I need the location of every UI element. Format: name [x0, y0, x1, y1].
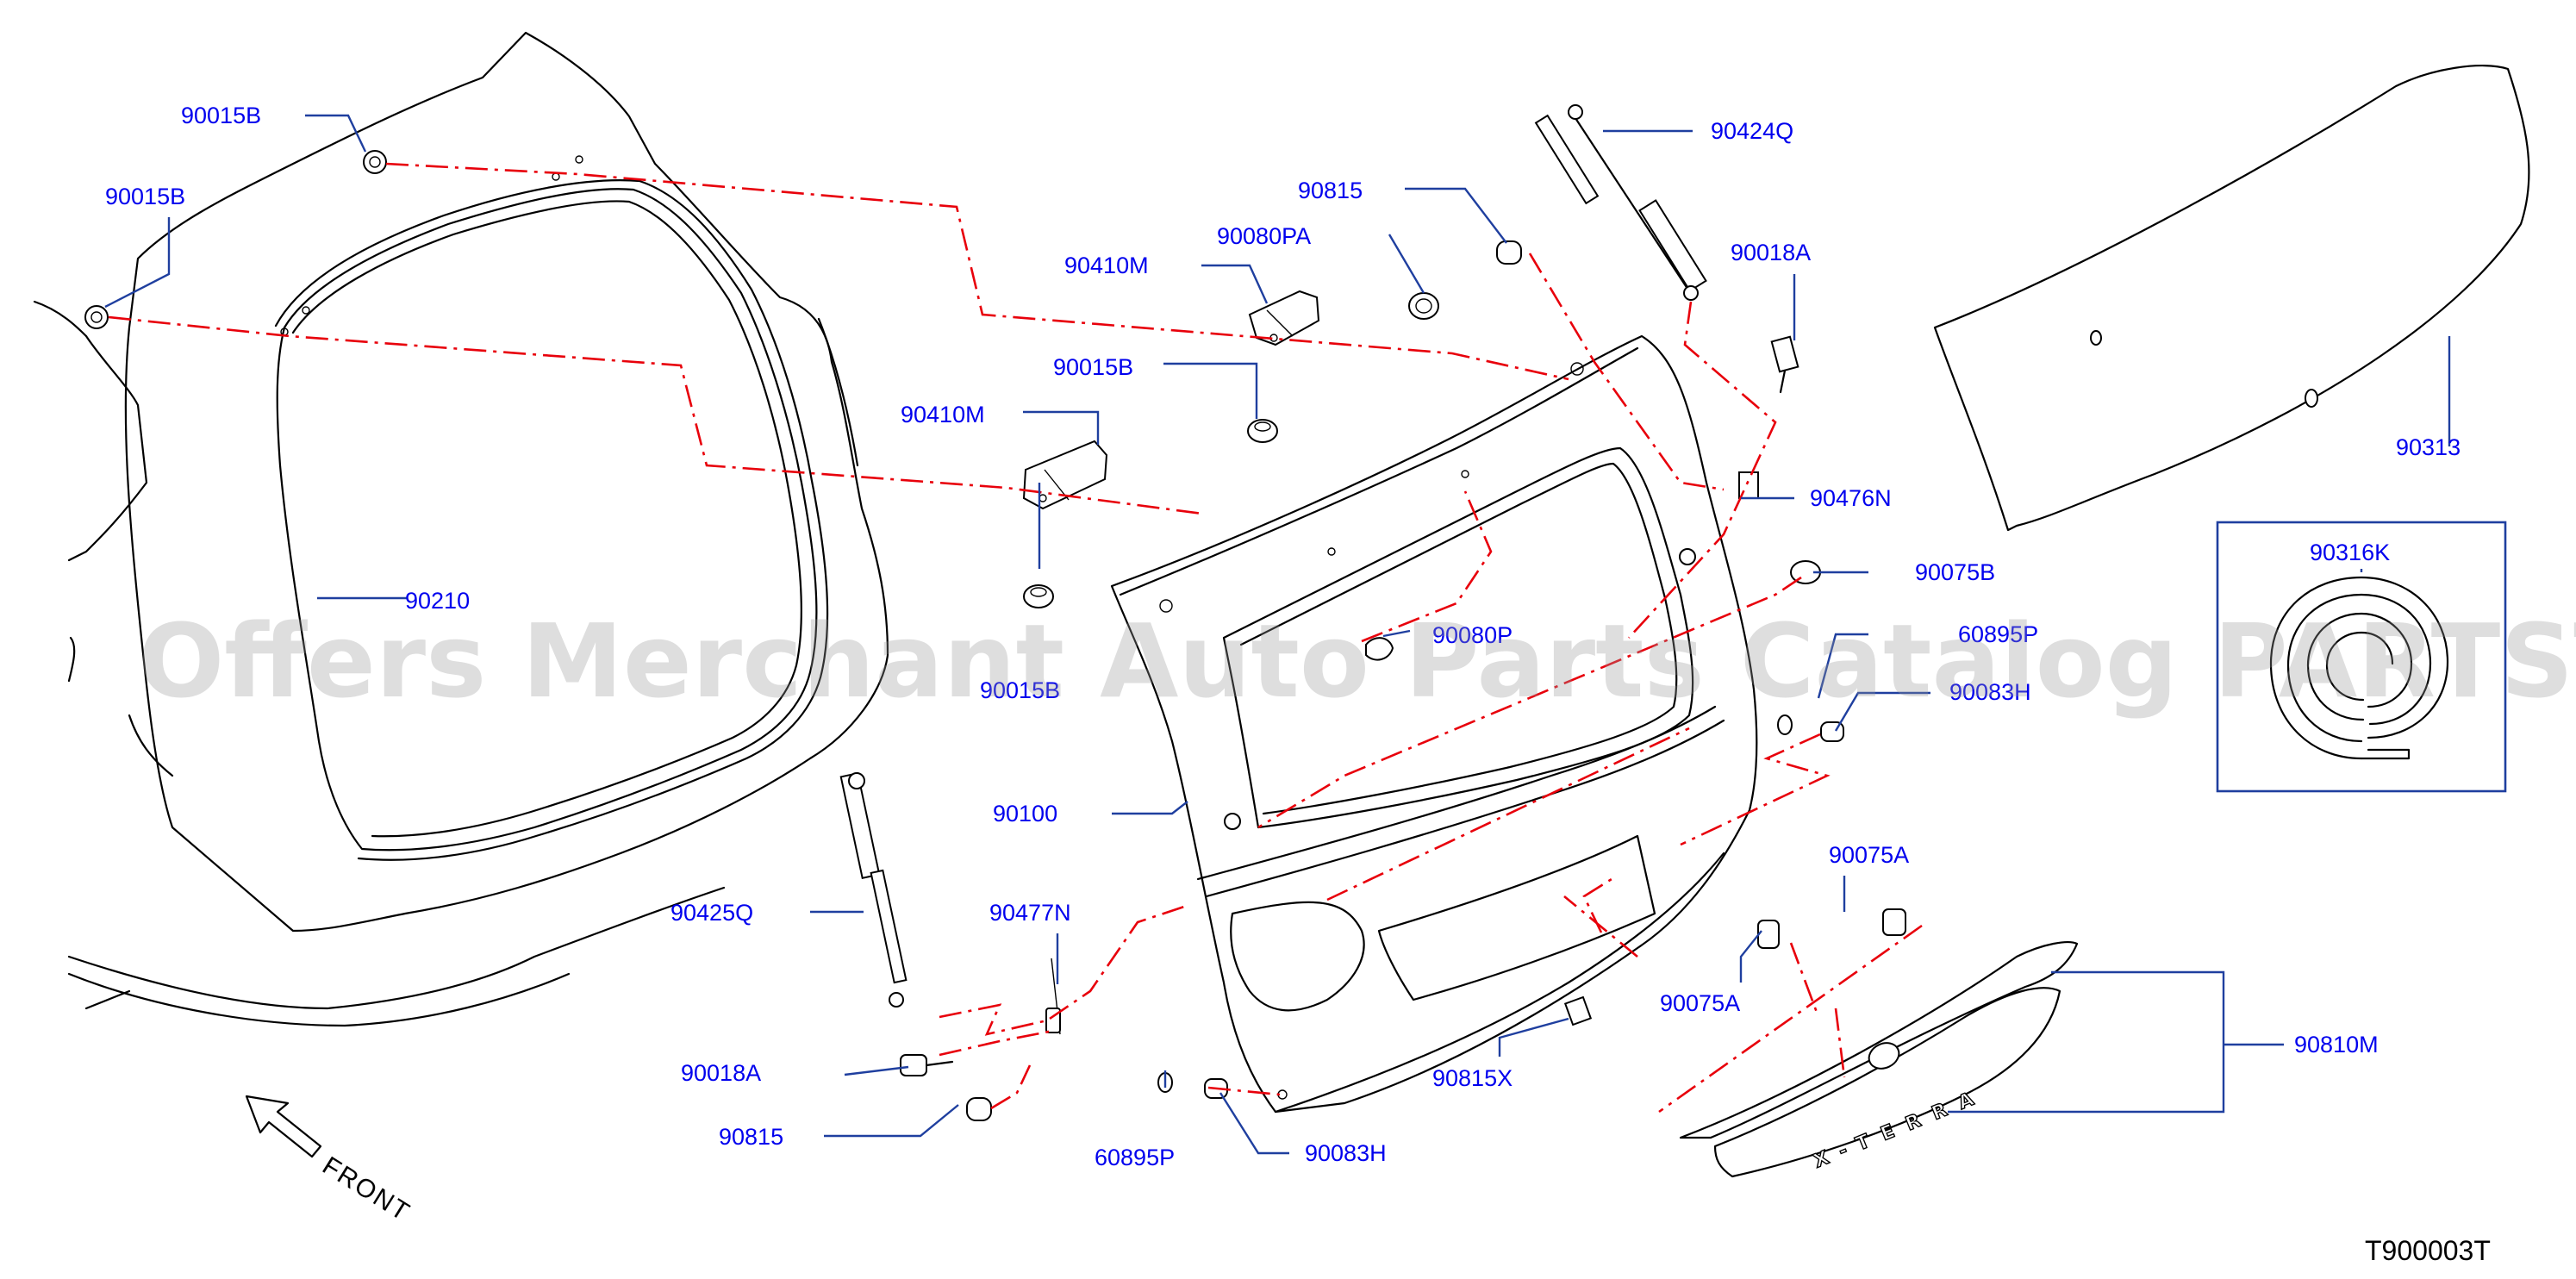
label-90100[interactable]: 90100 — [993, 801, 1057, 827]
rear-spoiler — [1933, 64, 2530, 532]
label-90313[interactable]: 90313 — [2396, 434, 2461, 460]
part-labels: 90015B 90015B 90015B 90015B 90210 90424Q… — [105, 103, 2461, 1170]
label-90815-top[interactable]: 90815 — [1298, 178, 1363, 203]
fasteners — [84, 150, 1906, 1121]
front-direction-indicator: FRONT — [245, 1095, 415, 1227]
label-60895P-partial[interactable]: 60895P — [1958, 621, 2038, 647]
label-90424Q[interactable]: 90424Q — [1711, 118, 1793, 144]
label-90015B-b[interactable]: 90015B — [105, 184, 185, 209]
label-90410M-a[interactable]: 90410M — [1064, 253, 1149, 278]
label-90015B-d[interactable]: 90015B — [980, 677, 1060, 703]
label-90815X[interactable]: 90815X — [1432, 1065, 1513, 1091]
front-label: FRONT — [317, 1151, 415, 1227]
label-90083H-top[interactable]: 90083H — [1949, 679, 2031, 705]
label-90080P[interactable]: 90080P — [1432, 622, 1513, 648]
label-90080PA[interactable]: 90080PA — [1217, 223, 1311, 249]
label-90075A-b[interactable]: 90075A — [1660, 990, 1740, 1016]
label-90018A-bottom[interactable]: 90018A — [681, 1060, 761, 1086]
label-90210[interactable]: 90210 — [405, 588, 470, 614]
label-90015B-c[interactable]: 90015B — [1053, 354, 1133, 380]
leader-lines — [104, 114, 2451, 1155]
strut-90424Q — [1534, 104, 1707, 301]
label-90083H-bottom[interactable]: 90083H — [1305, 1140, 1387, 1166]
back-door-panel — [1110, 334, 1758, 1114]
xterra-emblem: X-TERRA — [1810, 1083, 1990, 1174]
strut-90425Q — [839, 772, 908, 1008]
hinge-lower — [1022, 440, 1108, 510]
front-arrow-icon — [245, 1095, 322, 1158]
label-90425Q[interactable]: 90425Q — [671, 900, 753, 926]
label-60895P[interactable]: 60895P — [1095, 1145, 1175, 1170]
label-90316K[interactable]: 90316K — [2310, 540, 2390, 565]
label-90018A-top[interactable]: 90018A — [1731, 240, 1811, 265]
label-90476N[interactable]: 90476N — [1810, 485, 1892, 511]
body-back-opening — [33, 31, 889, 1027]
diagram-code: T900003T — [2365, 1235, 2491, 1266]
svg-text:X-TERRA: X-TERRA — [1811, 1083, 1990, 1172]
label-90815-bottom[interactable]: 90815 — [719, 1124, 783, 1150]
label-90075B[interactable]: 90075B — [1915, 559, 1995, 585]
watermark-text: Offers Merchant Auto Parts Catalog PARTS… — [138, 602, 2576, 721]
label-90810M[interactable]: 90810M — [2294, 1032, 2379, 1058]
label-90015B-a[interactable]: 90015B — [181, 103, 261, 128]
label-90477N[interactable]: 90477N — [989, 900, 1071, 926]
label-90410M-b[interactable]: 90410M — [901, 402, 985, 427]
seal-kit-box — [2216, 521, 2507, 793]
label-90075A-a[interactable]: 90075A — [1829, 842, 1909, 868]
